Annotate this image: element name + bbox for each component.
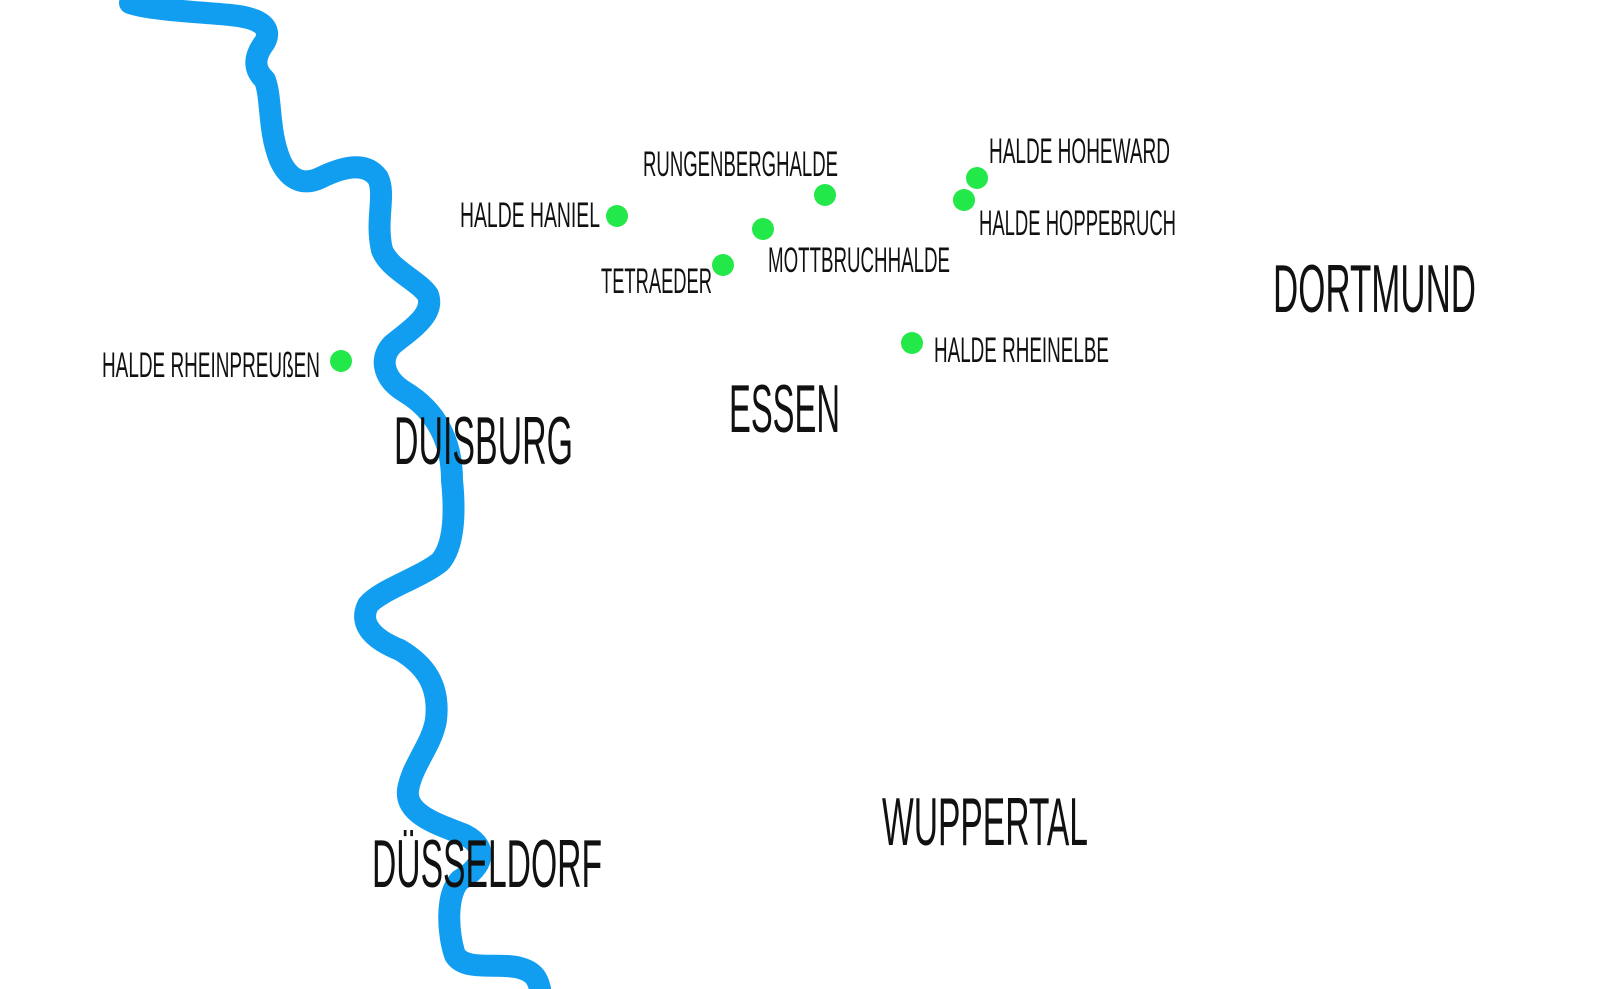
- marker-halde-hoppebruch[interactable]: [953, 189, 975, 211]
- label-halde-rheinelbe: HALDE RHEINELBE: [934, 331, 1109, 370]
- marker-rungenberghalde[interactable]: [814, 184, 836, 206]
- dump-labels: RUNGENBERGHALDE HALDE HOHEWARD HALDE HAN…: [102, 132, 1176, 385]
- label-rungenberghalde: RUNGENBERGHALDE: [643, 145, 838, 184]
- dump-markers: [330, 167, 988, 372]
- marker-halde-rheinpreussen[interactable]: [330, 350, 352, 372]
- label-halde-hoheward: HALDE HOHEWARD: [989, 132, 1170, 171]
- label-halde-hoppebruch: HALDE HOPPEBRUCH: [979, 204, 1176, 243]
- marker-halde-hoheward[interactable]: [966, 167, 988, 189]
- label-dortmund: DORTMUND: [1273, 251, 1476, 327]
- label-essen: ESSEN: [729, 371, 840, 447]
- marker-tetraeder[interactable]: [712, 254, 734, 276]
- label-wuppertal: WUPPERTAL: [882, 784, 1088, 860]
- label-tetraeder: TETRAEDER: [601, 262, 712, 301]
- rhine-river: [119, 0, 551, 989]
- label-duesseldorf: DÜSSELDORF: [372, 826, 602, 902]
- marker-halde-haniel[interactable]: [606, 205, 628, 227]
- label-duisburg: DUISBURG: [394, 403, 573, 479]
- label-mottbruchhalde: MOTTBRUCHHALDE: [768, 241, 950, 280]
- marker-mottbruchhalde[interactable]: [752, 218, 774, 240]
- city-labels: DORTMUND ESSEN DUISBURG WUPPERTAL DÜSSEL…: [372, 251, 1476, 902]
- label-halde-rheinpreussen: HALDE RHEINPREUßEN: [102, 346, 320, 385]
- label-halde-haniel: HALDE HANIEL: [460, 196, 600, 235]
- marker-halde-rheinelbe[interactable]: [901, 332, 923, 354]
